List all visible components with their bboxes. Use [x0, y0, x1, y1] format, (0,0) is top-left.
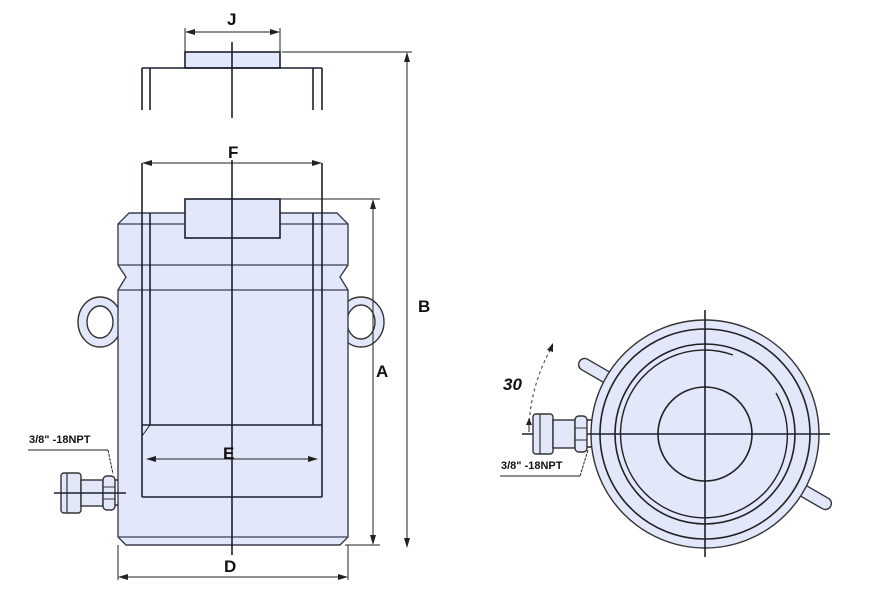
cylinder-top [522, 310, 830, 557]
label-e: E [223, 444, 234, 463]
label-j: J [227, 10, 236, 29]
saddle-cap [141, 42, 323, 118]
hydraulic-coupler-top: 3/8" -18NPT [500, 413, 592, 477]
port-label-top: 3/8" -18NPT [501, 460, 563, 472]
dimension-d: D [117, 545, 349, 580]
dimension-b: B [282, 51, 430, 548]
label-d: D [224, 557, 236, 576]
cylinder-body [117, 160, 349, 555]
angle-dimension: 30 [503, 343, 554, 432]
dimension-a: A [280, 198, 388, 546]
angle-label: 30 [503, 375, 522, 394]
dimension-j: J [184, 10, 281, 52]
dimension-f: F [142, 143, 322, 166]
side-view: J B [28, 10, 430, 580]
label-f: F [228, 143, 238, 162]
label-b: B [418, 297, 430, 316]
lifting-lug-left [77, 296, 123, 348]
dimension-e: E [146, 444, 318, 463]
label-a: A [376, 362, 388, 381]
port-label-side: 3/8" -18NPT [29, 434, 91, 446]
top-view: 3/8" -18NPT 30 [500, 310, 833, 557]
hydraulic-coupler-side: 3/8" -18NPT [28, 434, 126, 514]
